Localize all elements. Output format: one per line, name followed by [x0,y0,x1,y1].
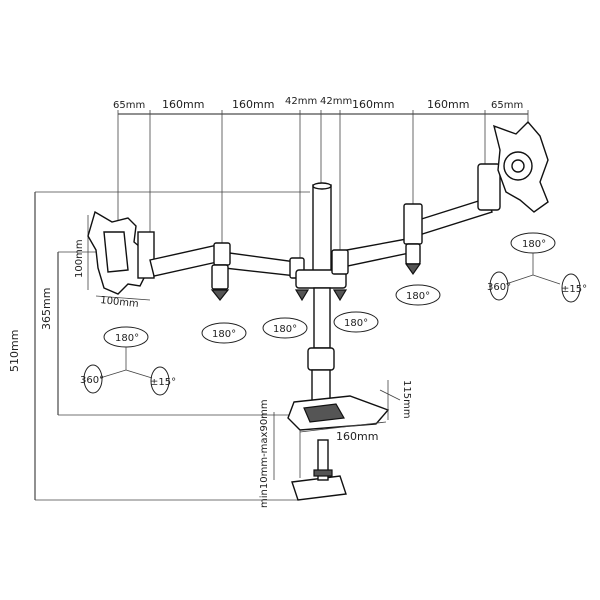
left-swivel-label: 180° [115,333,139,344]
swivel-arrow-icon [201,322,247,344]
rotate-arrow-icon [489,271,509,301]
swivel-arrow-icon [333,311,379,333]
vesa-height-label: 100mm [74,239,85,278]
dim-160mm-3: 160mm [352,98,394,111]
desk-clamp: 115mm 160mm min10mm-max90mm [259,380,412,508]
dim-160mm-2: 160mm [232,98,274,111]
left-arm [149,242,305,301]
left-vesa-plate: 100mm [87,210,155,310]
total-height-label: 510mm [8,330,21,372]
dim-160mm-1: 160mm [162,98,204,111]
clamp-width-label: 160mm [336,430,378,443]
joint-a-label: 180° [212,329,236,340]
arm-height-label: 365mm [40,288,53,330]
left-dimension-group: 510mm 365mm 100mm [8,191,310,501]
tilt-arrow-icon [150,366,170,396]
rotate-arrow-icon [83,364,103,394]
joint-c-label: 180° [344,318,368,329]
vesa-width-label: 100mm [100,295,140,310]
swivel-arrow-icon [395,284,441,306]
top-dimension-group: 65mm 160mm 160mm 42mm 42mm 160mm 160mm 6… [113,96,529,262]
clamp-depth-label: 115mm [401,380,412,419]
left-tilt-label: ±15° [150,377,176,388]
right-tilt-label: ±15° [561,284,587,295]
tilt-arrow-icon [561,273,581,303]
rotation-indicators: 180° 360° ±15° 180° 360° ±15° 180° 180° … [80,232,587,396]
dim-42mm-1: 42mm [285,96,317,107]
center-pole [294,182,348,403]
joint-d-label: 180° [406,291,430,302]
right-arm [331,163,501,276]
dim-42mm-2: 42mm [320,96,352,107]
right-vesa-plate [493,120,549,213]
right-swivel-label: 180° [522,239,546,250]
right-rotate-label: 360° [487,282,511,293]
clamp-range-label: min10mm-max90mm [259,399,270,508]
dim-65mm-right: 65mm [491,100,523,111]
left-rotate-label: 360° [80,375,104,386]
dim-160mm-4: 160mm [427,98,469,111]
joint-b-label: 180° [273,324,297,335]
dim-65mm-left: 65mm [113,100,145,111]
swivel-arrow-icon [262,317,308,339]
